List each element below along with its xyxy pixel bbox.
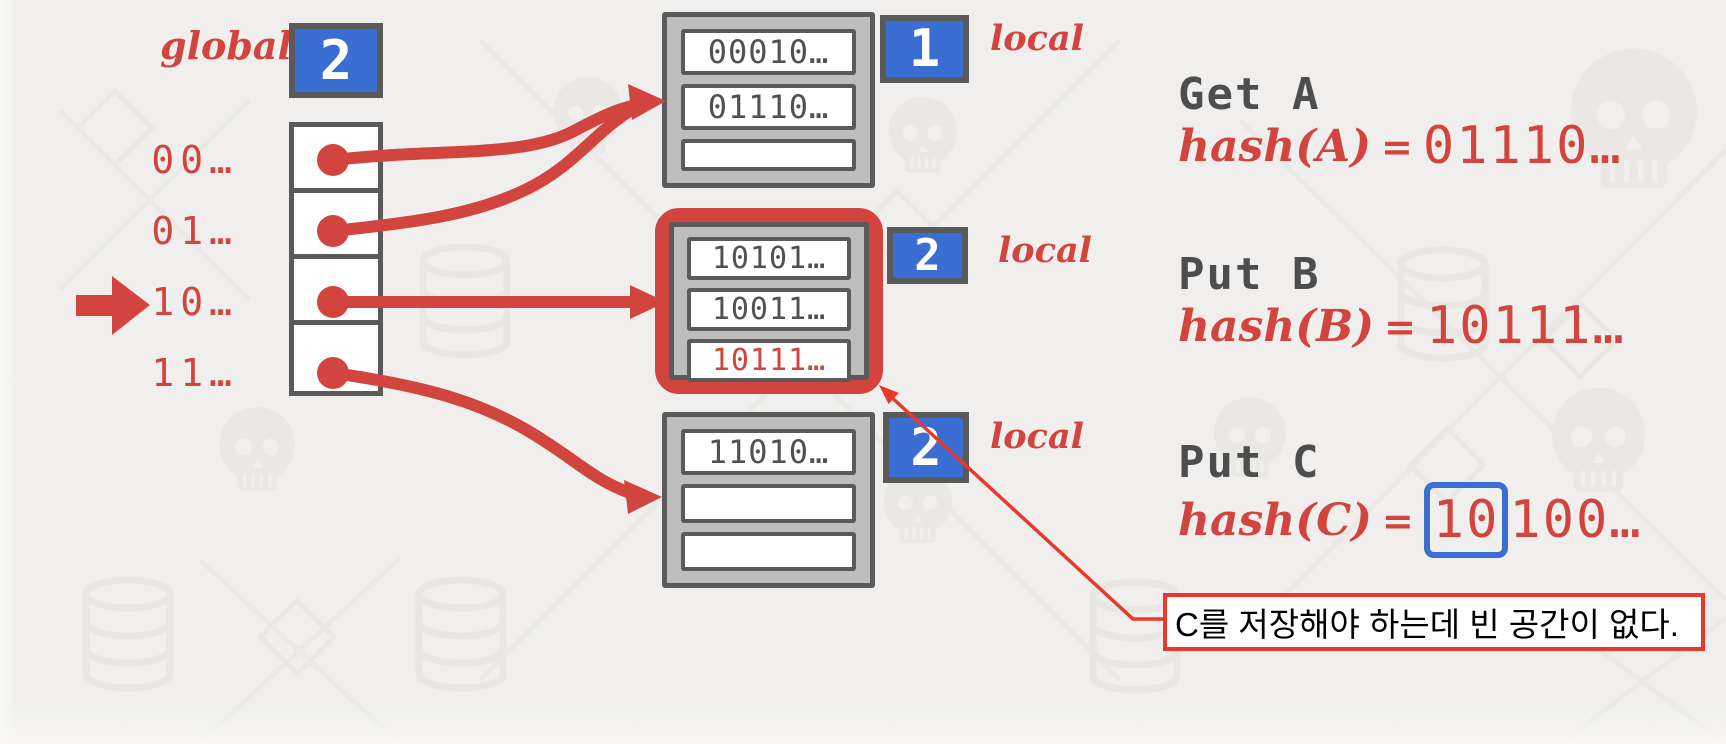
skull-icon xyxy=(887,95,959,175)
bucket-2-slot-1: 10101… xyxy=(687,237,851,280)
bucket-3-slot-2 xyxy=(681,484,856,523)
directory-cell-10 xyxy=(294,259,378,325)
operation-get-a-hash: hash(A) = 01110… xyxy=(1178,118,1623,174)
directory-entry-label-10: 10… xyxy=(151,280,238,324)
equals-sign: = xyxy=(1381,123,1413,169)
directory-cell-11 xyxy=(294,325,378,391)
bucket-1-slot-2: 01110… xyxy=(681,84,856,130)
hash-c-fn: hash(C) xyxy=(1178,494,1372,546)
bucket-1-slot-3 xyxy=(681,139,856,171)
diamond-icon xyxy=(260,600,334,674)
bucket-3-slot-1: 11010… xyxy=(681,429,856,475)
bucket-1-local-depth-badge: 1 xyxy=(880,15,969,83)
bucket-2: 10101… 10011… 10111… xyxy=(669,222,869,382)
database-icon xyxy=(423,247,507,355)
hash-a-fn: hash(A) xyxy=(1178,120,1372,172)
directory-entry-label-00: 00… xyxy=(151,138,238,182)
hash-b-value: 10111… xyxy=(1425,296,1626,356)
left-edge-fade xyxy=(0,0,16,744)
arrowhead-bucket-3 xyxy=(624,480,662,514)
skull-icon xyxy=(1549,385,1648,494)
bucket-3-local-label: local xyxy=(990,416,1084,457)
equals-sign: = xyxy=(1384,303,1416,349)
directory-entry-label-01: 01… xyxy=(151,209,238,253)
hash-a-value: 01110… xyxy=(1422,116,1623,176)
directory-cell-01 xyxy=(294,193,378,259)
operation-get-a-title: Get A xyxy=(1178,69,1321,120)
bucket-3: 11010… xyxy=(662,412,875,588)
bucket-1-local-label: local xyxy=(990,18,1084,59)
bucket-1-slot-1: 00010… xyxy=(681,29,856,75)
annotation-note: C를 저장해야 하는데 빈 공간이 없다. xyxy=(1163,593,1705,651)
bottom-edge-fade xyxy=(0,702,1726,744)
skull-icon xyxy=(552,75,624,155)
bucket-3-local-depth-badge: 2 xyxy=(883,412,969,483)
arrowhead-bucket-1 xyxy=(628,84,666,120)
database-icon xyxy=(86,580,170,688)
hash-b-fn: hash(B) xyxy=(1178,300,1375,352)
bucket-2-slot-3: 10111… xyxy=(687,339,851,382)
directory-entry-label-11: 11… xyxy=(151,351,238,395)
directory xyxy=(289,122,383,396)
bucket-2-local-label: local xyxy=(998,230,1092,271)
global-depth-badge: 2 xyxy=(289,23,383,98)
operation-put-b-title: Put B xyxy=(1178,249,1321,300)
operation-put-c-title: Put C xyxy=(1178,437,1321,488)
bucket-2-local-depth-badge: 2 xyxy=(887,227,968,284)
global-depth-label: global xyxy=(160,23,292,68)
hash-c-prefix-box: 10 xyxy=(1423,482,1509,558)
equals-sign: = xyxy=(1381,497,1414,543)
skull-icon xyxy=(217,405,297,493)
bucket-1: 00010… 01110… xyxy=(662,12,875,188)
bucket-2-slot-2: 10011… xyxy=(687,288,851,331)
operation-put-b-hash: hash(B) = 10111… xyxy=(1178,298,1626,354)
bucket-3-slot-3 xyxy=(681,532,856,571)
hash-c-value-rest: 100… xyxy=(1509,490,1643,550)
database-icon xyxy=(419,580,503,688)
directory-cell-00 xyxy=(294,127,378,193)
